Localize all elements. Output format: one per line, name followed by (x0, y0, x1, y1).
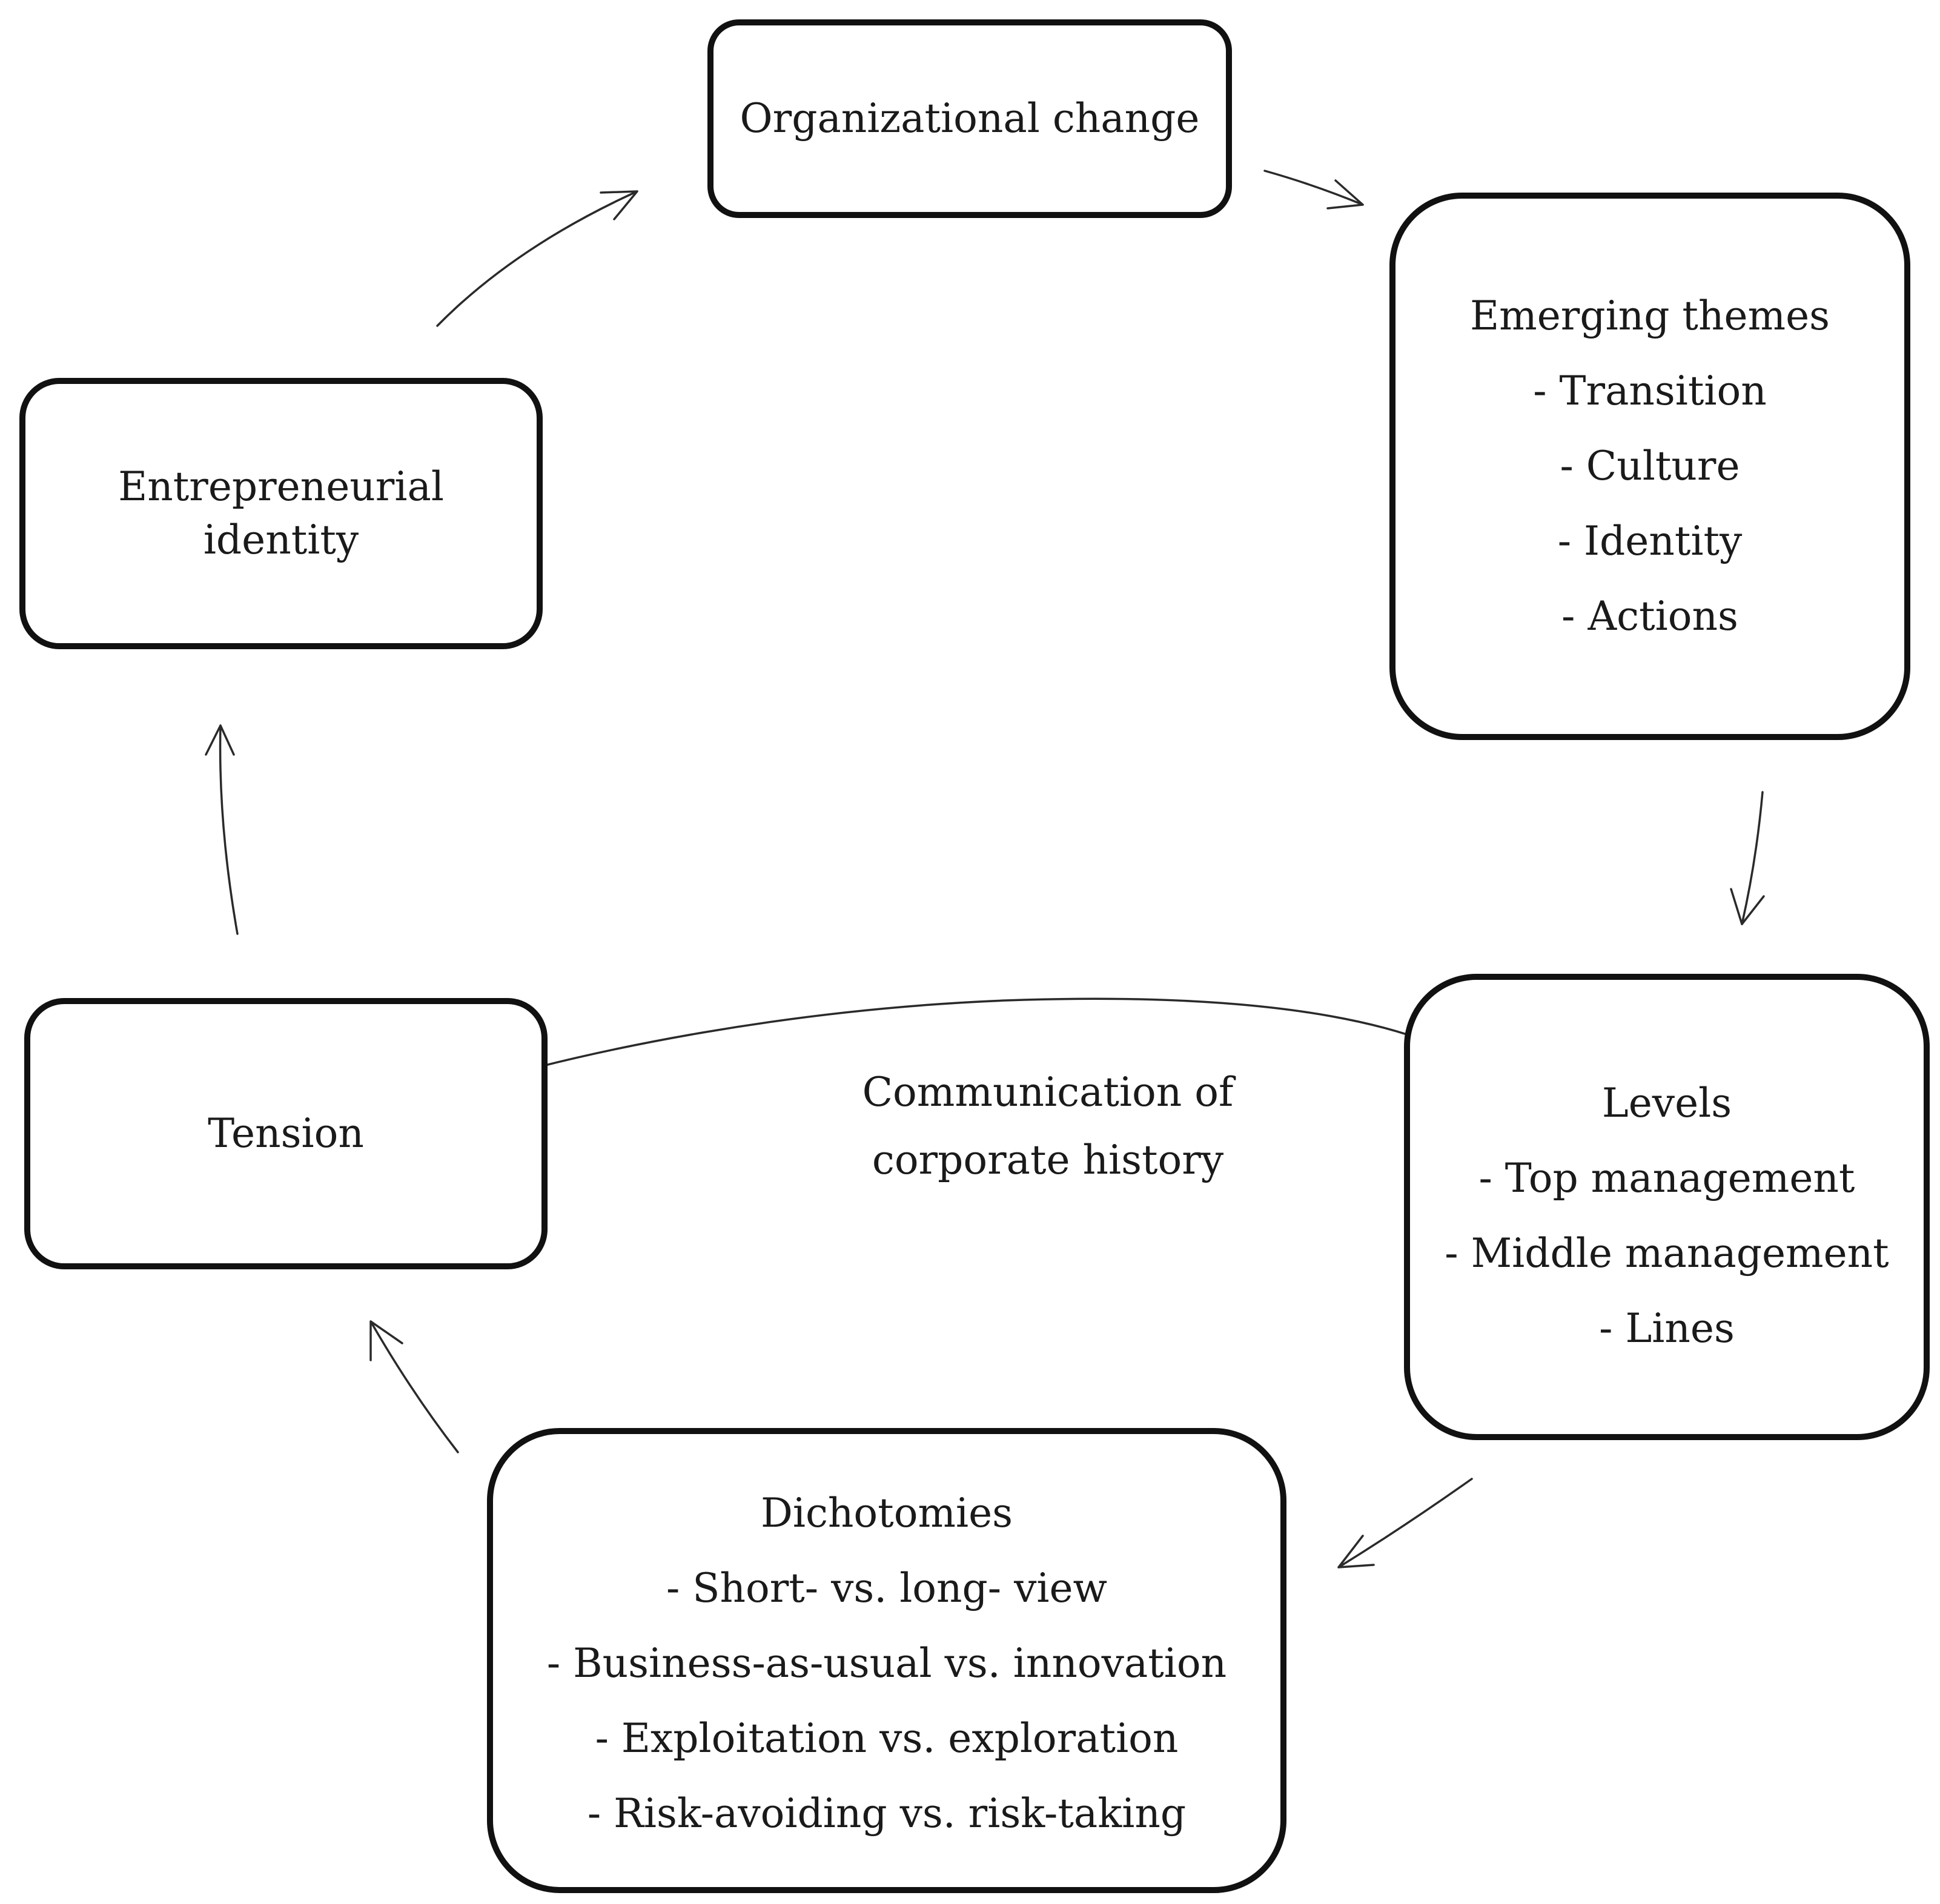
node-label: Entrepreneurial (118, 463, 444, 510)
edge-label-line: Communication of (862, 1069, 1234, 1116)
node-item: - Risk-avoiding vs. risk-taking (587, 1790, 1187, 1837)
arrow-tension-to-entrepreneurial-identity (205, 724, 239, 935)
node-title: Levels (1601, 1080, 1732, 1126)
node-label: Organizational change (740, 94, 1200, 142)
node-label: Tension (208, 1109, 364, 1157)
edge-label-communication: Communication of corporate history (818, 1059, 1278, 1194)
node-emerging-themes: Emerging themes - Transition - Culture -… (1389, 193, 1910, 740)
node-item: - Identity (1557, 518, 1743, 564)
node-item: - Lines (1599, 1305, 1735, 1352)
node-label: identity (203, 517, 359, 563)
arrow-levels-to-dichotomies (1337, 1478, 1473, 1568)
arrow-entrepreneurial-identity-to-org-change (436, 190, 638, 327)
node-item: - Business-as-usual vs. innovation (546, 1640, 1227, 1687)
node-item: - Transition (1533, 368, 1767, 414)
arrow-emerging-themes-to-levels (1730, 791, 1765, 925)
node-organizational-change: Organizational change (707, 19, 1232, 218)
node-item: - Exploitation vs. exploration (595, 1715, 1179, 1762)
edge-label-line: corporate history (872, 1137, 1224, 1183)
node-title: Dichotomies (760, 1490, 1013, 1536)
node-entrepreneurial-identity: Entrepreneurial identity (19, 378, 543, 649)
node-levels: Levels - Top management - Middle managem… (1404, 974, 1930, 1440)
node-item: - Short- vs. long- view (666, 1565, 1108, 1611)
node-item: - Middle management (1445, 1230, 1889, 1277)
arrow-org-change-to-emerging-themes (1263, 170, 1364, 210)
node-item: - Actions (1561, 593, 1738, 640)
node-tension: Tension (24, 998, 548, 1269)
node-item: - Culture (1560, 443, 1740, 489)
node-dichotomies: Dichotomies - Short- vs. long- view - Bu… (487, 1428, 1286, 1893)
node-title: Emerging themes (1469, 293, 1830, 339)
node-item: - Top management (1478, 1155, 1855, 1202)
arrow-dichotomies-to-tension (369, 1320, 459, 1453)
